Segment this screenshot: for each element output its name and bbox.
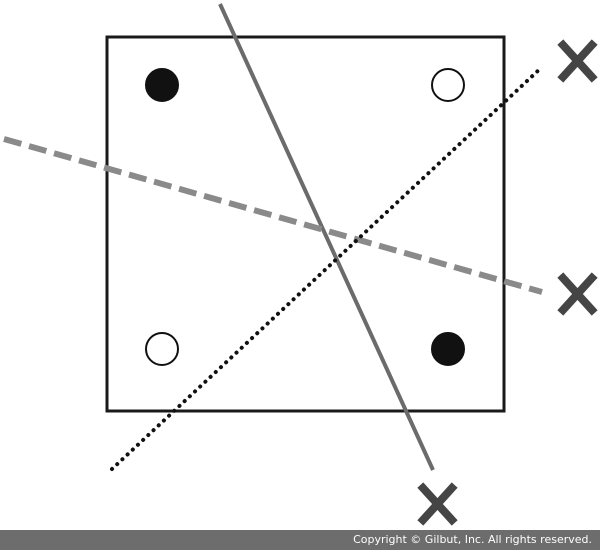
cross-mark-dashed-line	[557, 272, 598, 316]
copyright-footer: Copyright © Gilbut, Inc. All rights rese…	[0, 530, 600, 550]
xor-separation-diagram	[3, 3, 598, 526]
dotted-separator-line	[110, 65, 544, 471]
hollow-point-top-right	[431, 68, 465, 102]
filled-point-bottom-right	[431, 332, 465, 366]
hollow-point-bottom-left	[145, 332, 179, 366]
cross-mark-solid-line	[417, 482, 458, 526]
cross-mark-dotted-line	[557, 39, 598, 83]
solid-separator-line	[218, 3, 435, 471]
copyright-text: Copyright © Gilbut, Inc. All rights rese…	[353, 533, 592, 546]
dashed-separator-line	[3, 136, 543, 295]
filled-point-top-left	[145, 68, 179, 102]
square-frame	[105, 35, 506, 413]
